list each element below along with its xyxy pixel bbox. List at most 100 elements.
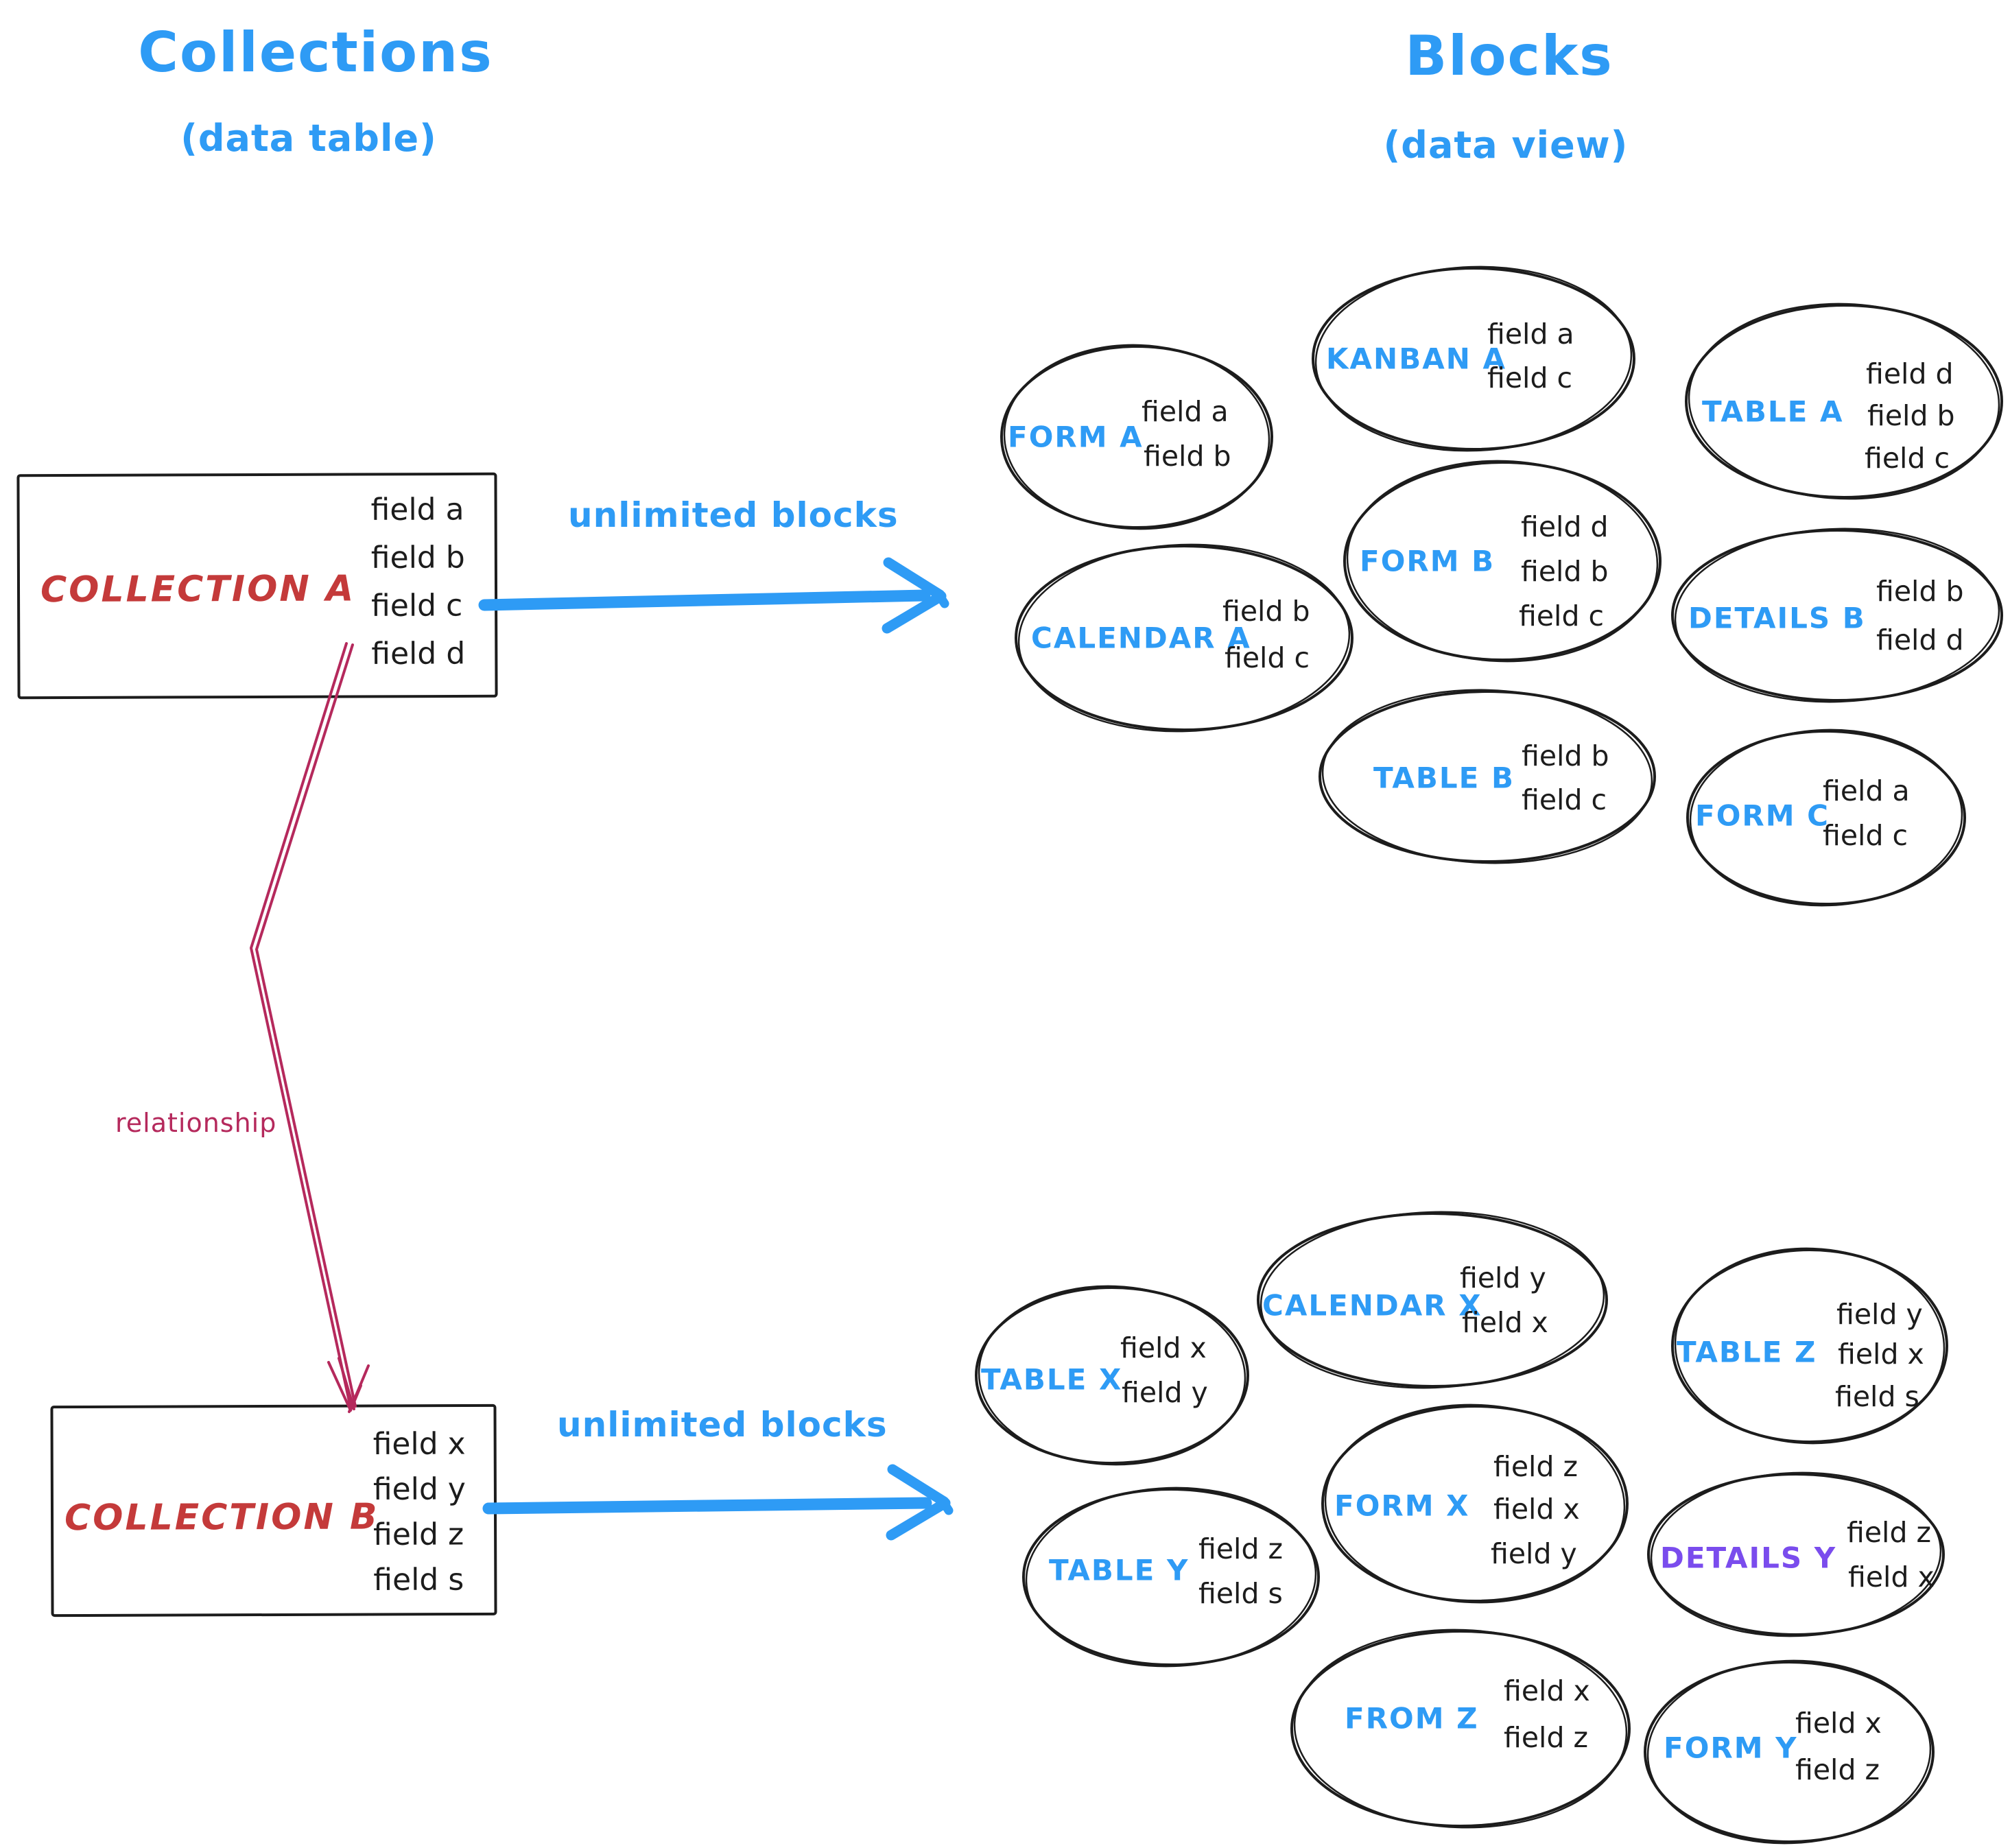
ellipse-outline [1671, 528, 2003, 703]
block-field: field y [1122, 1376, 1208, 1409]
block-label: DETAILS B [1688, 601, 1866, 635]
block-field: field z [1847, 1516, 1932, 1549]
block-field: field x [1848, 1561, 1935, 1594]
block-label: FORM A [1008, 420, 1144, 454]
ellipse-outline [1257, 1211, 1608, 1389]
collection-a-box: COLLECTION A field a field b field c fie… [16, 472, 498, 700]
block-field: field y [1491, 1537, 1577, 1570]
ellipse-outline [1647, 1471, 1945, 1637]
block-label: TABLE Y [1049, 1553, 1190, 1587]
block-field: field s [1835, 1380, 1919, 1413]
block-label: FORM Y [1664, 1731, 1798, 1765]
block-form-b: FORM B field d field b field c [1339, 457, 1666, 665]
block-label: TABLE A [1702, 394, 1844, 429]
block-field: field a [1142, 395, 1229, 428]
block-field: field a [1487, 318, 1574, 351]
collection-b-field: field z [373, 1517, 464, 1552]
block-field: field c [1865, 442, 1950, 475]
block-table-a: TABLE A field d field b field c [1681, 300, 2007, 503]
relationship-label: relationship [115, 1108, 277, 1138]
block-field: field b [1222, 595, 1310, 628]
ellipse-outline [1685, 303, 2003, 500]
arrow-a-to-blocks [478, 557, 949, 634]
collection-b-field: field y [373, 1471, 466, 1507]
block-label: KANBAN A [1326, 342, 1506, 376]
ellipse-outline [1290, 1628, 1631, 1829]
block-field: field x [1504, 1674, 1590, 1707]
unlimited-blocks-label-bottom: unlimited blocks [557, 1405, 888, 1445]
blocks-subtitle: (data view) [1383, 123, 1629, 167]
block-form-a: FORM A field a field b [996, 341, 1277, 533]
ellipse-outline [1686, 728, 1966, 907]
collection-b-box: COLLECTION B field x field y field z fie… [50, 1403, 497, 1618]
collection-a-field: field a [370, 492, 464, 528]
block-field: field z [1504, 1721, 1589, 1754]
collections-title: Collections [138, 21, 493, 84]
ellipse-outline [1022, 1486, 1320, 1668]
collection-a-name: COLLECTION A [40, 568, 356, 611]
block-field: field z [1795, 1753, 1880, 1786]
block-label: DETAILS Y [1660, 1541, 1837, 1575]
block-field: field b [1521, 555, 1609, 588]
block-label: FORM B [1360, 544, 1495, 578]
block-from-z: FROM Z field x field z [1286, 1626, 1635, 1832]
block-label: FORM X [1334, 1489, 1470, 1523]
block-calendar-x: CALENDAR X field y field x [1253, 1208, 1612, 1392]
block-field: field c [1522, 783, 1607, 816]
block-field: field x [1795, 1707, 1882, 1740]
collections-subtitle: (data table) [180, 117, 437, 160]
collection-a-field: field d [371, 636, 466, 672]
block-field: field d [1521, 510, 1609, 543]
block-label: FORM C [1695, 798, 1830, 833]
collection-b-name: COLLECTION B [64, 1496, 379, 1539]
ellipse-outline [1671, 1247, 1948, 1445]
block-field: field s [1198, 1577, 1283, 1610]
block-field: field c [1823, 819, 1908, 852]
block-field: field x [1838, 1338, 1924, 1371]
ellipse-outline [1644, 1659, 1935, 1845]
ellipse-outline [1015, 543, 1353, 733]
block-field: field c [1225, 641, 1310, 674]
block-kanban-a: KANBAN A field a field c [1308, 263, 1640, 455]
block-label: CALENDAR A [1031, 621, 1251, 655]
block-field: field d [1876, 624, 1964, 656]
block-field: field b [1522, 739, 1609, 772]
block-field: field b [1876, 575, 1964, 608]
blocks-title: Blocks [1405, 24, 1613, 88]
block-field: field z [1198, 1532, 1284, 1565]
block-field: field a [1823, 774, 1910, 807]
block-form-y: FORM Y field x field z [1640, 1657, 1939, 1847]
block-label: CALENDAR X [1262, 1288, 1482, 1323]
block-details-b: DETAILS B field b field d [1667, 525, 2007, 706]
block-label: FROM Z [1345, 1701, 1479, 1736]
collection-b-field: field s [373, 1562, 464, 1598]
ellipse-outline [1319, 689, 1656, 864]
block-label: TABLE B [1373, 761, 1515, 795]
block-table-b: TABLE B field b field c [1314, 686, 1660, 867]
block-field: field b [1144, 440, 1231, 473]
block-field: field d [1866, 357, 1954, 390]
block-field: field y [1460, 1261, 1546, 1294]
block-table-x: TABLE X field x field y [971, 1282, 1253, 1469]
block-field: field b [1867, 399, 1955, 432]
block-field: field x [1462, 1306, 1548, 1339]
collection-a-field: field c [371, 588, 463, 624]
block-label: TABLE X [981, 1362, 1123, 1397]
ellipse-outline [1000, 344, 1273, 530]
block-details-y: DETAILS Y field z field x [1643, 1469, 1949, 1640]
block-field: field x [1120, 1331, 1207, 1364]
ellipse-outline [1343, 460, 1662, 663]
block-calendar-a: CALENDAR A field b field c [1010, 541, 1358, 735]
collection-b-field: field x [373, 1426, 466, 1462]
ellipse-outline [975, 1285, 1249, 1466]
block-form-x: FORM X field z field x field y [1317, 1401, 1633, 1607]
block-form-c: FORM C field a field c [1682, 726, 1970, 910]
block-field: field c [1487, 362, 1573, 394]
block-table-y: TABLE Y field z field s [1018, 1484, 1324, 1670]
block-field: field z [1493, 1450, 1579, 1483]
unlimited-blocks-label-top: unlimited blocks [568, 495, 899, 535]
block-field: field y [1836, 1298, 1923, 1331]
block-table-z: TABLE Z field y field x field s [1667, 1244, 1952, 1447]
ellipse-outline [1321, 1403, 1629, 1604]
